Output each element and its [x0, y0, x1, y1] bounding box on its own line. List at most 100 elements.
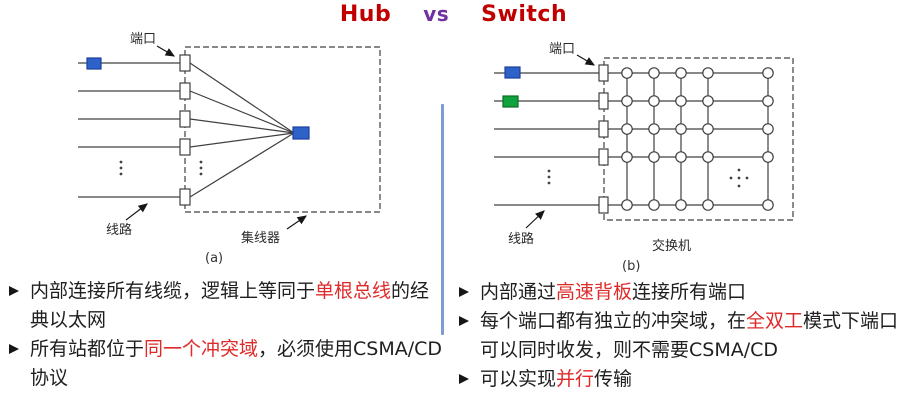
network-diagrams: 端口 线路 集线器 (a) 端口 线路 交换机 (b) — [78, 32, 794, 274]
hub-line-leader-arrow — [125, 203, 148, 221]
hub-port — [179, 138, 191, 156]
hub-ellipsis-dots — [119, 160, 203, 176]
switch-crosspoint — [621, 95, 633, 107]
switch-crosspoint — [702, 151, 714, 163]
switch-crosspoint — [702, 67, 714, 79]
switch-crosspoint — [762, 151, 774, 163]
switch-port-leader-arrow — [576, 54, 596, 66]
hub-converge-line — [189, 132, 295, 148]
bullet-text-post: 传输 — [594, 368, 633, 390]
bullet-text-highlight: 全双工 — [746, 310, 804, 332]
bullet-text-post: ，必须使用CSMA/CD协议 — [30, 338, 443, 389]
title-switch: Switch — [481, 2, 568, 27]
switch-crosspoint — [648, 151, 660, 163]
switch-row-lines — [494, 72, 768, 206]
bullet-text-highlight: 同一个冲突域 — [144, 338, 259, 360]
switch-crosspoint — [675, 199, 687, 211]
bullet-arrow-icon — [9, 344, 19, 354]
switch-device-label: 交换机 — [652, 238, 691, 254]
hub-device-leader-arrow — [286, 215, 307, 230]
bullet-text-post: 模式下端口可以同时收发，则不需要CSMA/CD — [480, 310, 899, 361]
bullet-text-highlight: 单根总线 — [315, 280, 392, 302]
center-divider-line — [441, 104, 444, 335]
bullet-text-post: 的经典以太网 — [30, 280, 430, 331]
switch-crosspoint — [762, 67, 774, 79]
switch-crosspoint — [648, 95, 660, 107]
switch-bullet-list: 内部通过高速背板连接所有端口 每个端口都有独立的冲突域，在全双工模式下端口可以同… — [458, 278, 900, 394]
switch-line-label: 线路 — [508, 231, 534, 247]
switch-station-node-green — [502, 95, 519, 108]
switch-crosspoint — [648, 67, 660, 79]
page-title: Hub vs Switch — [0, 2, 907, 27]
bullet-text-pre: 所有站都位于 — [30, 338, 145, 360]
switch-crosspoints — [621, 67, 774, 211]
hub-port — [179, 54, 191, 72]
hub-converge-line — [189, 132, 295, 198]
bullet-arrow-icon — [459, 287, 469, 297]
hub-ports — [179, 54, 191, 206]
bullet-arrow-icon — [9, 286, 19, 296]
switch-crosspoint — [621, 67, 633, 79]
hub-chassis-dashed-box — [184, 46, 381, 213]
hub-core-node — [292, 126, 310, 140]
switch-crosspoint — [648, 123, 660, 135]
hub-port — [179, 82, 191, 100]
hub-port — [179, 188, 191, 206]
switch-port — [598, 148, 609, 166]
switch-crosspoint — [621, 151, 633, 163]
switch-crosspoint — [702, 95, 714, 107]
switch-port-label: 端口 — [549, 42, 575, 57]
hub-bullet-list: 内部连接所有线缆，逻辑上等同于单根总线的经典以太网 所有站都位于同一个冲突域，必… — [8, 277, 444, 393]
list-item: 内部通过高速背板连接所有端口 — [458, 278, 900, 307]
hub-port-leader-arrow — [156, 45, 176, 57]
bullet-arrow-icon — [459, 316, 469, 326]
bullet-text-highlight: 高速背板 — [556, 281, 633, 303]
hub-converge-line — [189, 90, 295, 134]
switch-crosspoint — [675, 151, 687, 163]
bullet-text-highlight: 并行 — [556, 368, 595, 390]
switch-diagram: 端口 线路 交换机 (b) — [494, 42, 794, 274]
switch-crosspoint — [675, 95, 687, 107]
list-item: 内部连接所有线缆，逻辑上等同于单根总线的经典以太网 — [8, 277, 444, 335]
hub-converge-line — [189, 118, 295, 134]
switch-crosspoint — [702, 123, 714, 135]
switch-port — [598, 196, 609, 214]
switch-crosspoint — [762, 199, 774, 211]
bullet-arrow-icon — [459, 374, 469, 384]
hub-station-node — [86, 57, 102, 70]
hub-line-label: 线路 — [106, 222, 132, 238]
switch-port — [598, 64, 609, 82]
bullet-text-post: 连接所有端口 — [632, 281, 747, 303]
list-item: 每个端口都有独立的冲突域，在全双工模式下端口可以同时收发，则不需要CSMA/CD — [458, 307, 900, 365]
switch-crosspoint — [675, 123, 687, 135]
list-item: 可以实现并行传输 — [458, 365, 900, 394]
bullet-text-pre: 可以实现 — [480, 368, 557, 390]
switch-crosspoint — [621, 123, 633, 135]
bullet-text-pre: 每个端口都有独立的冲突域，在 — [480, 310, 747, 332]
switch-column-lines — [626, 73, 769, 205]
switch-line-leader-arrow — [525, 210, 545, 229]
switch-crosspoint — [762, 95, 774, 107]
list-item: 所有站都位于同一个冲突域，必须使用CSMA/CD协议 — [8, 335, 444, 393]
hub-access-lines — [78, 62, 180, 198]
switch-ports — [598, 64, 609, 214]
switch-crosspoint — [675, 67, 687, 79]
hub-diagram: 端口 线路 集线器 (a) — [78, 32, 381, 266]
hub-port — [179, 110, 191, 128]
switch-crosspoint — [648, 199, 660, 211]
switch-crosspoint — [762, 123, 774, 135]
hub-device-label: 集线器 — [241, 230, 280, 246]
switch-caption: (b) — [622, 259, 640, 274]
switch-chassis-dashed-box — [603, 57, 794, 221]
title-vs: vs — [423, 2, 450, 26]
hub-caption: (a) — [205, 251, 223, 266]
switch-port — [598, 120, 609, 138]
title-hub: Hub — [339, 2, 392, 27]
bullet-text-pre: 内部连接所有线缆，逻辑上等同于 — [30, 280, 316, 302]
hub-converge-line — [189, 62, 295, 134]
bullet-text-pre: 内部通过 — [480, 281, 557, 303]
switch-port — [598, 92, 609, 110]
switch-crosspoint — [702, 199, 714, 211]
hub-port-label: 端口 — [130, 32, 156, 47]
switch-crosspoint — [621, 199, 633, 211]
